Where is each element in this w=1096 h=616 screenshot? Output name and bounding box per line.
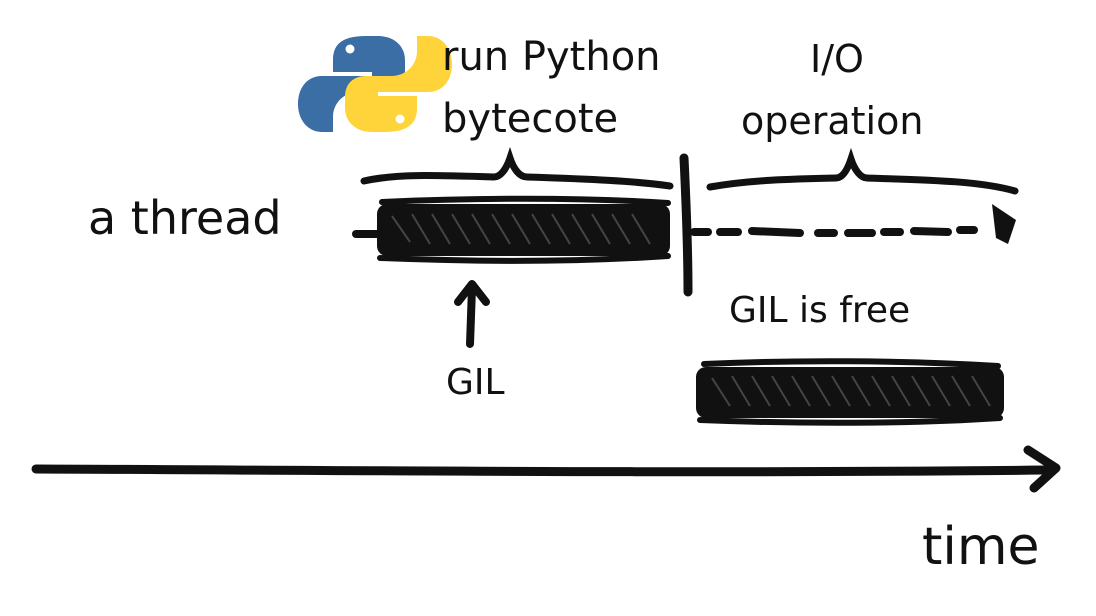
io-dashed-line <box>690 204 1016 244</box>
gil-held-block-texture <box>391 213 651 245</box>
gil-held-block-bottom-edge <box>377 253 671 264</box>
gil-pointer-arrow-shaft <box>466 284 476 348</box>
time-axis-label: time <box>922 517 1040 577</box>
gil-label: GIL <box>446 362 505 403</box>
brace-run-bytecode <box>360 146 674 190</box>
thread-label: a thread <box>88 191 282 245</box>
phase-separator <box>679 153 693 297</box>
gil-free-block <box>696 358 1004 426</box>
gil-free-block-top-edge <box>701 358 1001 369</box>
gil-pointer-arrow-head <box>454 280 490 306</box>
gil-free-block-bottom-edge <box>697 415 1003 426</box>
time-axis-arrowhead <box>1023 445 1061 493</box>
io-operation-label-line2: operation <box>741 99 924 143</box>
gil-free-block-body <box>696 367 1004 418</box>
python-logo-blue-eye <box>345 44 355 54</box>
run-bytecode-label-line2: bytecote <box>442 96 619 142</box>
time-axis-line <box>31 464 1051 477</box>
io-dash-3 <box>748 227 804 237</box>
brace-io-operation <box>706 147 1019 195</box>
gil-held-block <box>377 195 671 264</box>
python-logo <box>298 36 452 132</box>
python-logo-yellow-half <box>345 36 452 132</box>
gil-free-label: GIL is free <box>729 290 911 331</box>
time-axis <box>31 445 1061 493</box>
io-dash-7 <box>910 227 952 236</box>
gil-free-block-texture <box>711 375 991 407</box>
gil-held-block-top-edge <box>379 195 671 206</box>
gil-pointer-arrow <box>454 280 490 348</box>
io-end-mark <box>992 204 1016 244</box>
python-logo-yellow-eye <box>395 114 405 124</box>
io-operation-label-line1: I/O <box>810 37 864 81</box>
run-bytecode-label-line1: run Python <box>442 34 661 80</box>
